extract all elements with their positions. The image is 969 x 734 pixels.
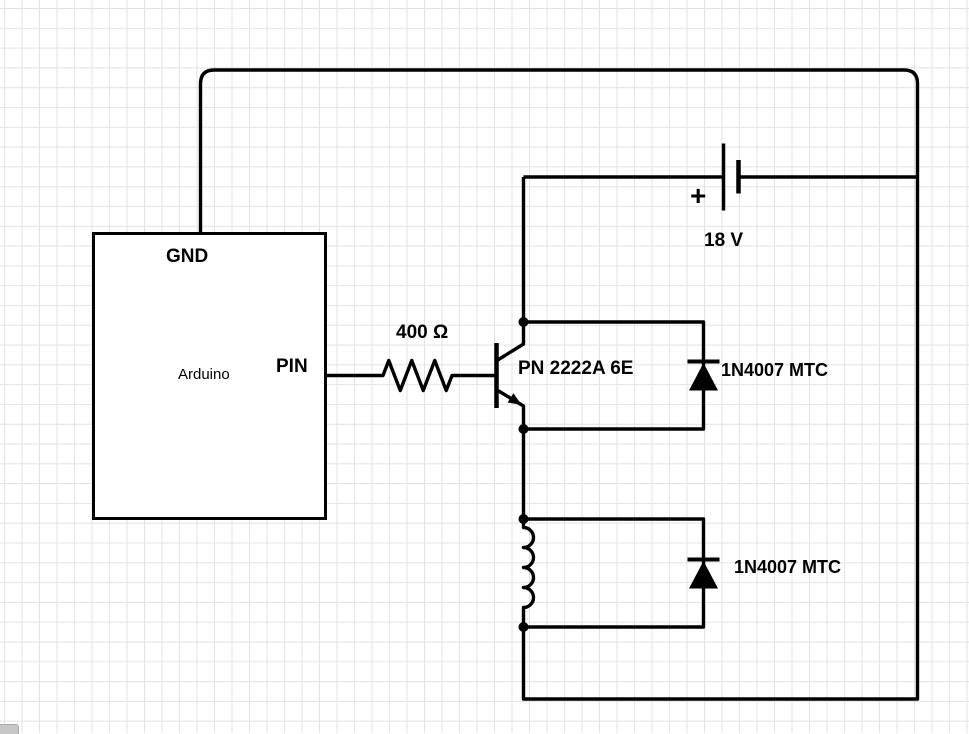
diode-1-symbol (687, 359, 720, 391)
arduino-block (92, 232, 327, 520)
junction-dot-collector (518, 317, 529, 327)
battery-symbol (523, 143, 918, 211)
pin-pin-label: PIN (276, 356, 308, 377)
transistor-emitter-arrow-icon (507, 393, 522, 405)
flyback-loop-2 (523, 517, 720, 629)
battery-voltage-label: 18 V (704, 230, 744, 251)
gnd-pin-label: GND (166, 246, 209, 267)
arduino-title: Arduino (178, 366, 230, 383)
diode-2-anode-triangle (689, 561, 718, 589)
coil-symbol (521, 519, 536, 627)
diode-1-label: 1N4007 MTC (721, 360, 829, 380)
battery-polarity-label: + (690, 180, 707, 211)
npn-transistor-symbol (494, 322, 526, 429)
resistor-value-label: 400 Ω (396, 322, 449, 343)
junction-dot-emitter (518, 424, 529, 434)
transistor-label: PN 2222A 6E (518, 358, 634, 379)
outer-loop-wire (198, 68, 920, 701)
diode-1-anode-triangle (689, 363, 718, 391)
junction-dot-coil-top (518, 514, 529, 524)
scrollbar-corner (0, 724, 19, 734)
diode-2-label: 1N4007 MTC (734, 557, 842, 577)
flyback-loop-1 (523, 320, 720, 431)
diode-2-symbol (687, 557, 720, 589)
transistor-collector-lead (496, 322, 526, 362)
junction-dot-coil-bottom (518, 622, 529, 632)
transistor-emitter-lead (496, 388, 526, 429)
flyback-loop-2-wire (523, 517, 706, 629)
resistor-symbol (325, 358, 495, 393)
